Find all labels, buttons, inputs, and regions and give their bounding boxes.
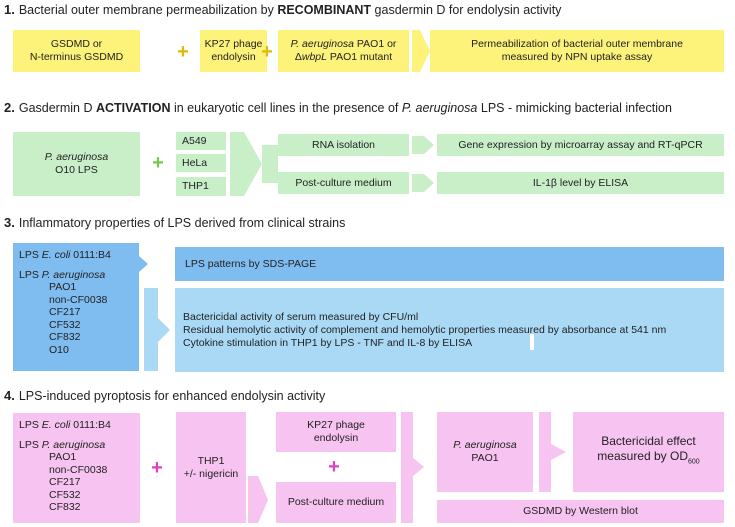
cell-line-thp1: THP1 xyxy=(176,177,226,196)
thp1-nigericin-box: THP1+/- nigericin xyxy=(176,412,246,523)
arrow-shape xyxy=(248,476,268,523)
post-culture-medium-box-pink: Post-culture medium xyxy=(276,482,396,523)
strain-item: non-CF0038 xyxy=(49,463,108,476)
section-3-arrows xyxy=(127,243,170,371)
arrow-shape xyxy=(539,412,566,492)
arrow-shape xyxy=(127,243,148,371)
npn-uptake-result-box: Permeabilization of bacterial outer memb… xyxy=(430,30,724,72)
arrow-shape xyxy=(401,412,424,523)
strain-item: CF832 xyxy=(49,331,81,343)
cell-line-hela: HeLa xyxy=(176,154,226,172)
lps-strains-list-pink: LPS E. coli 0111:B4 LPS P. aeruginosa PA… xyxy=(13,413,140,523)
plus-icon: + xyxy=(261,41,273,63)
strain-item: O10 xyxy=(49,343,69,356)
plus-icon: + xyxy=(151,457,163,479)
cell-line-a549: A549 xyxy=(176,132,226,150)
arrow-shape xyxy=(412,136,434,154)
strain-item: CF532 xyxy=(49,488,81,501)
text-cursor-mark xyxy=(530,334,534,350)
arrow-shape xyxy=(230,132,262,196)
lps-ecoli-label: LPS E. coli 0111:B4 xyxy=(19,249,111,261)
assays-box: Bactericidal activity of serum measured … xyxy=(175,288,724,372)
arrow-shape xyxy=(412,30,430,72)
strain-item: PAO1 xyxy=(49,451,77,463)
strain-item: CF217 xyxy=(49,476,81,488)
lps-ecoli-label: LPS E. coli 0111:B4 xyxy=(19,419,111,431)
strain-item: PAO1 xyxy=(49,281,77,293)
section-1-arrows xyxy=(412,30,430,72)
gene-expression-box: Gene expression by microarray assay and … xyxy=(437,134,724,156)
lps-pa-label: LPS P. aeruginosa xyxy=(19,268,106,281)
lps-patterns-box: LPS patterns by SDS-PAGE xyxy=(175,247,724,281)
arrow-shape xyxy=(144,288,170,371)
strain-item: CF532 xyxy=(49,318,81,331)
rna-isolation-box: RNA isolation xyxy=(278,134,409,156)
section-3-heading: 3.Inflammatory properties of LPS derived… xyxy=(4,215,346,231)
post-culture-medium-box: Post-culture medium xyxy=(278,172,409,194)
plus-icon: + xyxy=(152,152,164,174)
section-4-arrows xyxy=(248,412,566,523)
strain-item: non-CF0038 xyxy=(49,293,108,306)
lps-pa-label: LPS P. aeruginosa xyxy=(19,438,106,451)
section-1-heading: 1.Bacterial outer membrane permeabilizat… xyxy=(4,2,562,18)
assay-item: Residual hemolytic activity of complemen… xyxy=(183,323,667,336)
assay-item: Cytokine stimulation in THP1 by LPS - TN… xyxy=(183,336,473,349)
section-2-arrows xyxy=(230,132,434,196)
il1b-elisa-box: IL-1β level by ELISA xyxy=(437,172,724,194)
strain-item: CF217 xyxy=(49,306,81,318)
strain-item: CF832 xyxy=(49,501,81,513)
arrow-shape xyxy=(262,145,278,183)
plus-icon: + xyxy=(177,41,189,63)
plus-icon: + xyxy=(328,456,340,478)
lps-strains-list-blue: LPS E. coli 0111:B4 LPS P. aeruginosa PA… xyxy=(13,243,127,371)
gsdmd-western-blot-box: GSDMD by Western blot xyxy=(437,500,724,523)
assay-item: Bactericidal activity of serum measured … xyxy=(183,310,419,323)
arrow-shape xyxy=(412,174,434,192)
section-2-heading: 2.Gasdermin D ACTIVATION in eukaryotic c… xyxy=(4,100,672,116)
section-4-heading: 4.LPS-induced pyroptosis for enhanced en… xyxy=(4,388,326,404)
